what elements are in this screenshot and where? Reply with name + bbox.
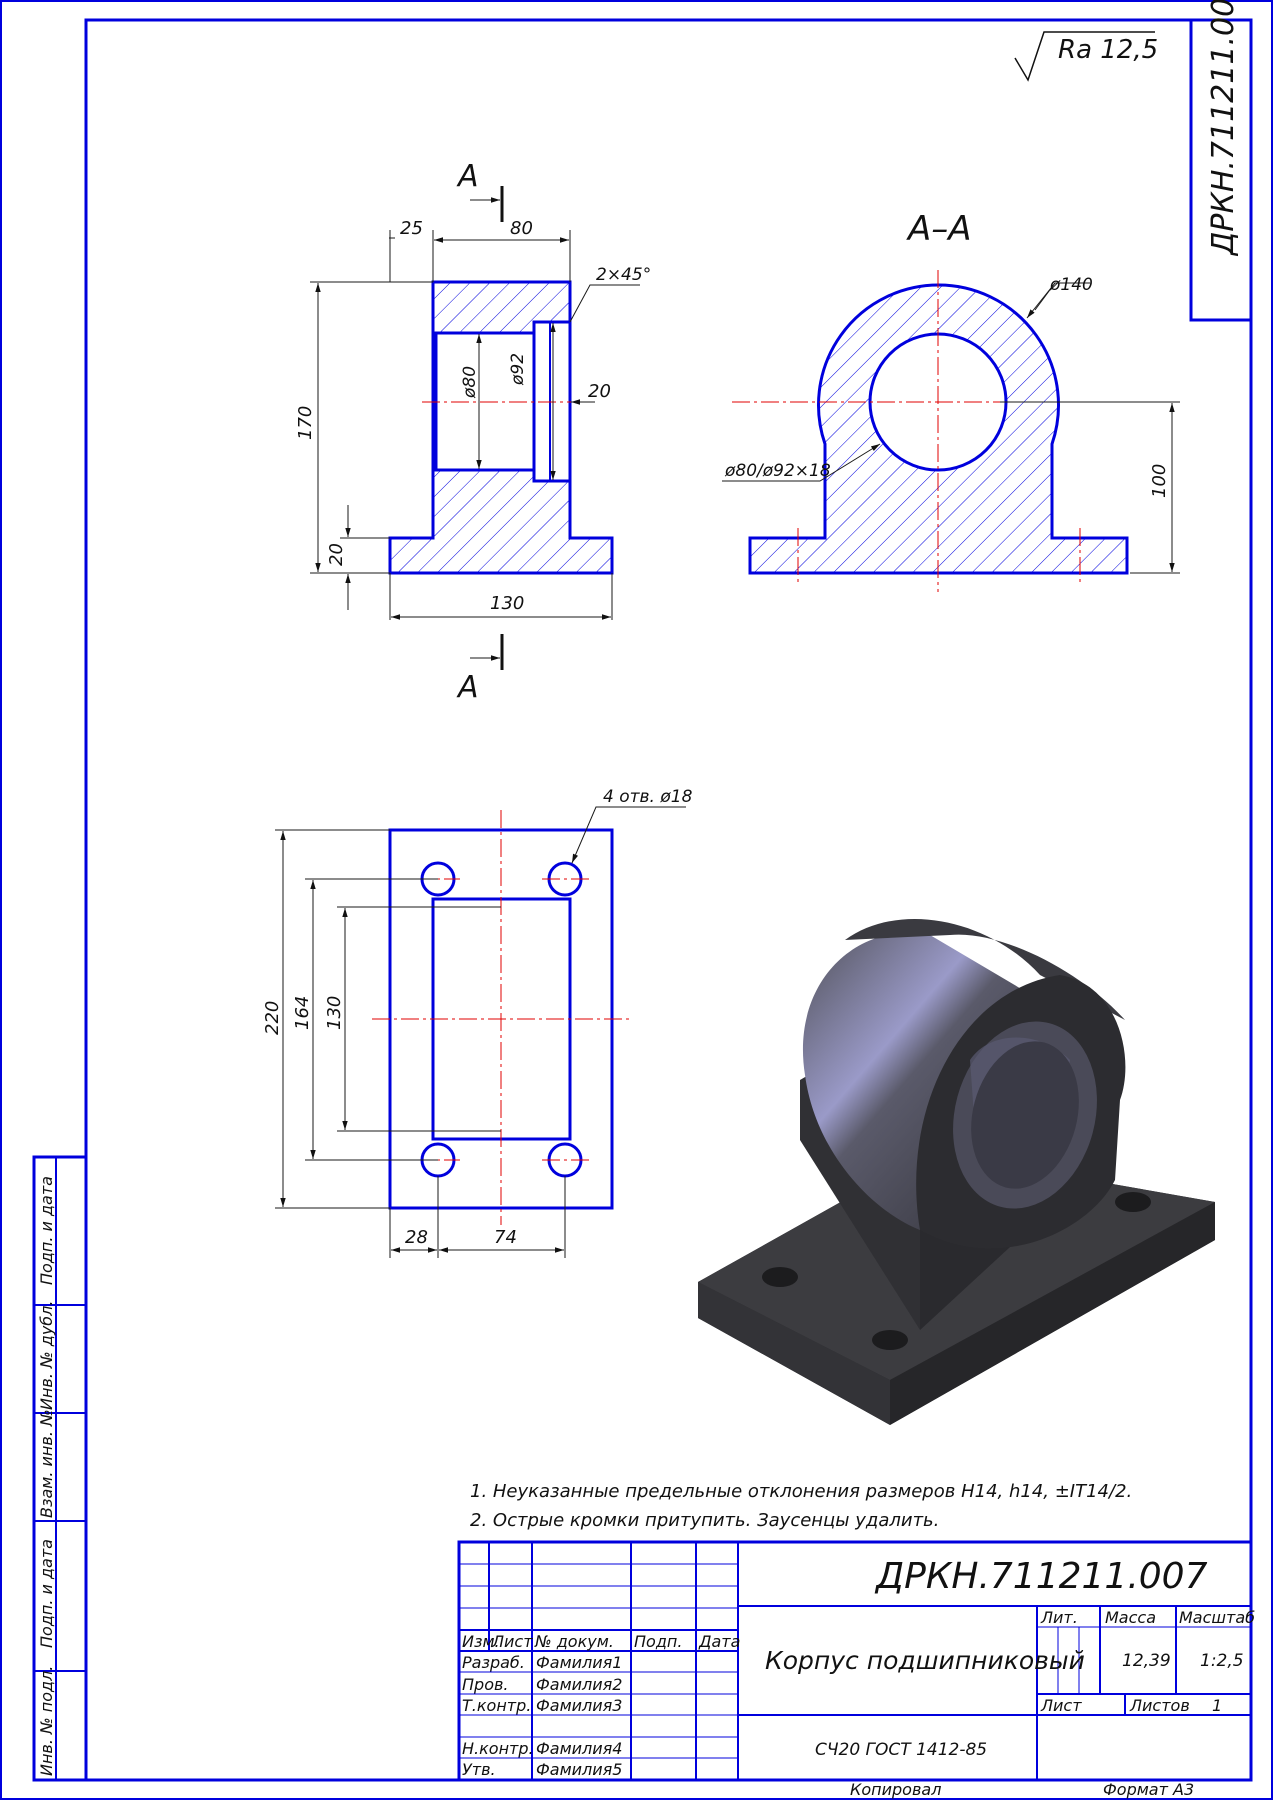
mass-value: 12,39	[1122, 1651, 1171, 1671]
dim-dia92: ø92	[508, 353, 528, 386]
roughness-value: Ra 12,5	[1058, 35, 1158, 65]
dim-220: 220	[262, 1001, 283, 1035]
technical-notes: 1. Неуказанные предельные отклонения раз…	[470, 1481, 1132, 1531]
hdr-izm: Изм.	[462, 1632, 500, 1651]
dim-bore: ø80/ø92×18	[724, 461, 831, 481]
scale-value: 1:2,5	[1200, 1651, 1244, 1671]
dim-holes: 4 отв. ø18	[603, 787, 693, 807]
doc-code: ДРКН.711211.007	[874, 1556, 1208, 1597]
hdr-date: Дата	[698, 1632, 740, 1651]
hdr-doc: № докум.	[534, 1632, 614, 1651]
name-4: Фамилия4	[536, 1739, 622, 1758]
hdr-sign: Подп.	[634, 1632, 682, 1651]
dim-28: 28	[405, 1227, 428, 1248]
front-view: 130 170 20 25 80 ø80 ø92 20 2×45° А	[295, 159, 651, 705]
isometric-render	[698, 918, 1215, 1425]
sheet-label: Лист	[1040, 1696, 1082, 1715]
dim-20-recess: 20	[588, 381, 611, 402]
role-4: Н.контр.	[462, 1739, 534, 1758]
dim-130: 130	[490, 593, 524, 614]
doc-title: Корпус подшипниковый	[765, 1646, 1085, 1675]
dim-164: 164	[292, 996, 313, 1030]
mass-label: Масса	[1105, 1608, 1156, 1627]
name-5: Фамилия5	[536, 1760, 622, 1779]
role-2: Пров.	[462, 1675, 509, 1694]
stamp-cell-4: Подп. и дата	[37, 1539, 56, 1648]
note-1: 1. Неуказанные предельные отклонения раз…	[470, 1481, 1132, 1502]
stamp-cell-5: Инв. № подл.	[37, 1666, 56, 1776]
copied-label: Копировал	[850, 1780, 941, 1799]
dim-100: 100	[1149, 464, 1170, 498]
dim-74: 74	[494, 1227, 517, 1248]
dim-80: 80	[510, 218, 533, 239]
section-letter-top: А	[456, 159, 479, 194]
dim-170: 170	[295, 406, 316, 440]
title-block: Изм. Лист № докум. Подп. Дата Разраб. Фа…	[457, 1540, 1255, 1782]
role-1: Разраб.	[462, 1653, 525, 1672]
section-letter-bottom: А	[456, 670, 479, 705]
sheets-label: Листов	[1129, 1696, 1190, 1715]
scale-label: Масштаб	[1179, 1608, 1255, 1627]
stamp-cell-3: Взам. инв. №	[37, 1409, 56, 1518]
dim-chamfer: 2×45°	[596, 265, 651, 285]
role-5: Утв.	[462, 1760, 496, 1779]
lit-label: Лит.	[1040, 1608, 1078, 1627]
hdr-list: Лист	[491, 1632, 533, 1651]
top-view: 220 164 130 28 74 4 отв. ø18	[262, 787, 693, 1258]
name-3: Фамилия3	[536, 1696, 622, 1715]
doc-material: СЧ20 ГОСТ 1412-85	[815, 1740, 987, 1760]
stamp-cell-1: Подп. и дата	[37, 1176, 56, 1285]
roughness-symbol: Ra 12,5	[1014, 31, 1158, 82]
format-label: Формат А3	[1103, 1780, 1194, 1799]
note-2: 2. Острые кромки притупить. Заусенцы уда…	[470, 1510, 939, 1531]
section-label: А–А	[906, 209, 972, 249]
dim-25: 25	[400, 218, 423, 239]
dim-20-base: 20	[326, 543, 347, 566]
name-2: Фамилия2	[536, 1675, 622, 1694]
rotated-code-cell: ДРКН.711211.007	[1189, 0, 1253, 322]
name-1: Фамилия1	[536, 1653, 622, 1672]
side-stamp: Подп. и дата Инв. № дубл. Взам. инв. № П…	[32, 1155, 88, 1782]
sheets-total: 1	[1212, 1696, 1222, 1715]
role-3: Т.контр.	[462, 1696, 531, 1715]
dim-130-top: 130	[324, 996, 345, 1030]
section-mark-bottom: А	[456, 634, 504, 705]
rotated-code: ДРКН.711211.007	[1206, 0, 1241, 257]
dim-dia140: ø140	[1049, 275, 1093, 295]
stamp-cell-2: Инв. № дубл.	[37, 1301, 56, 1410]
section-view: А–А ø140 ø80/ø92×18 100	[722, 209, 1180, 592]
dim-dia80: ø80	[460, 366, 480, 399]
section-mark-top: А	[456, 159, 504, 222]
